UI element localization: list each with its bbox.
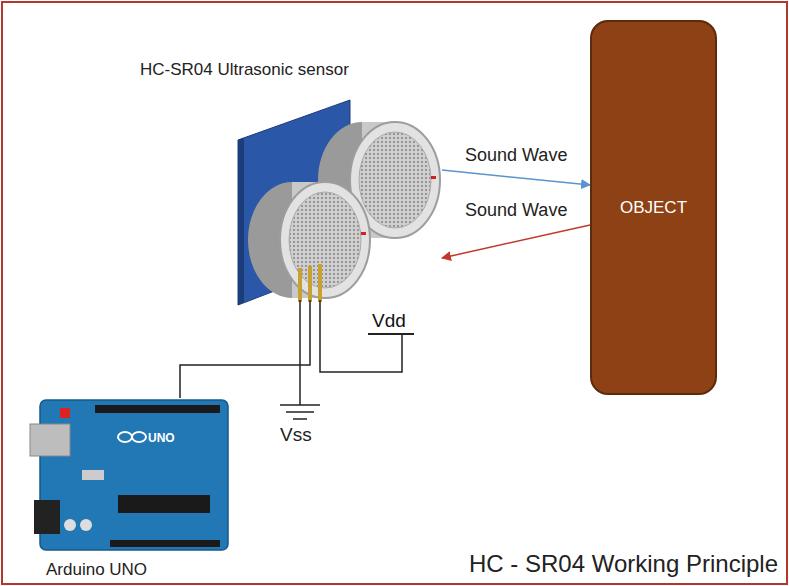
arduino-illustration [30, 400, 228, 550]
arduino-label: Arduino UNO [46, 560, 147, 580]
edge-label: Sound Wave [463, 145, 569, 166]
power-wires [280, 300, 414, 419]
digital-header [95, 405, 220, 413]
arduino-board [40, 400, 228, 550]
sensor-node: HC-SR04 Ultrasonic sensor [236, 96, 442, 300]
sensor-pin [318, 264, 322, 302]
sound-wave-arrow [442, 225, 590, 258]
transducer-face [280, 182, 370, 298]
ground-wire [299, 300, 301, 405]
reset-button [60, 408, 70, 418]
capacitor [80, 519, 92, 531]
board-logo: UNO [148, 431, 175, 445]
edge-label: Sound Wave [463, 200, 569, 221]
usb-port [30, 424, 70, 456]
supply-label: Vdd [372, 310, 406, 332]
sound-wave-arrow [442, 170, 590, 185]
transducer-mesh [359, 132, 431, 228]
sensor-pin [308, 266, 312, 302]
vdd-bar [368, 333, 414, 335]
object-label: OBJECT [620, 198, 687, 218]
arduino-logo [118, 432, 146, 442]
signal-wire [180, 300, 310, 398]
analog-header [110, 540, 220, 547]
sensor-heading: HC-SR04 Ultrasonic sensor [140, 60, 349, 80]
ground-symbol [293, 418, 307, 420]
ground-label: Vss [280, 424, 312, 446]
microcontroller-chip [118, 495, 210, 513]
ground-symbol [286, 411, 314, 413]
arduino-node: Arduino UNO [30, 398, 230, 552]
sensor-illustration [238, 100, 440, 305]
sensor-pin [298, 268, 302, 302]
red-mark [431, 176, 436, 179]
ground-symbol [280, 404, 320, 406]
board-edge [238, 138, 244, 305]
capacitor [64, 519, 76, 531]
power-jack [34, 500, 60, 534]
diagram-title: HC - SR04 Working Principle [469, 550, 778, 578]
crystal [82, 470, 104, 480]
object-box: OBJECT [590, 20, 717, 395]
red-mark [361, 232, 366, 235]
